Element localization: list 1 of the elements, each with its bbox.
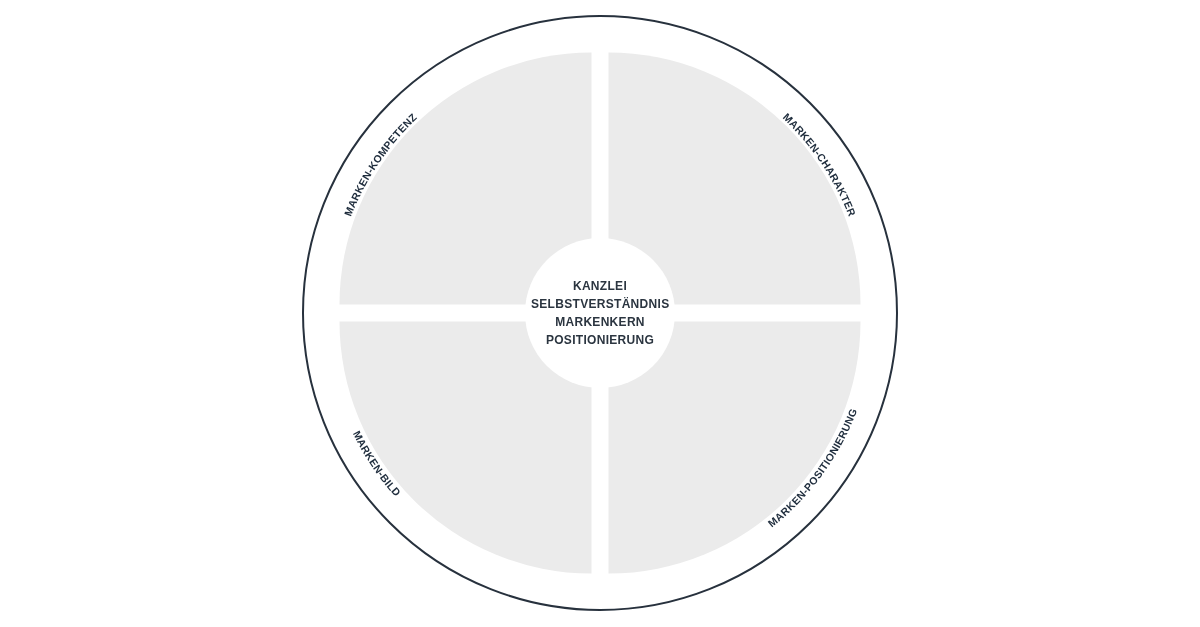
center-label: KANZLEI SELBSTVERSTÄNDNIS MARKENKERN POSITIONIERUNG [531, 278, 669, 349]
